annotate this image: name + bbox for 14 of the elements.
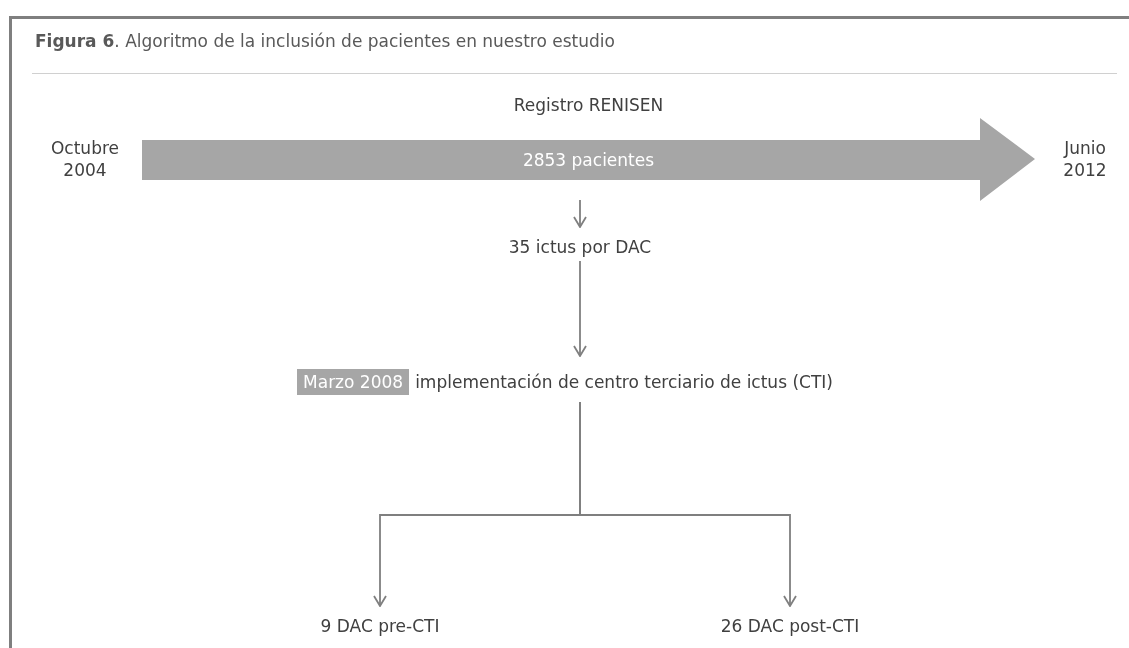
step-text: 35 ictus por DAC	[480, 233, 680, 261]
date-label: Junio 2012	[1063, 137, 1107, 182]
arrow-heading: Registro RENISEN	[513, 95, 664, 115]
step-text: 26 DAC post-CTI	[700, 612, 880, 640]
date-label: Octubre 2004	[51, 137, 119, 182]
step-text: implementación de centro terciario de ictus (CTI)	[415, 372, 833, 392]
arrow	[573, 260, 587, 357]
step-text: 9 DAC pre-CTI	[300, 612, 460, 640]
arrow	[573, 199, 587, 228]
arrow	[579, 401, 797, 607]
timeline-arrow	[142, 95, 1035, 201]
figure-title: Figura 6. Algoritmo de la inclusión de pacientes en nuestro estudio	[35, 31, 615, 51]
arrow-label: 2853 pacientes	[522, 150, 655, 170]
date-tag: Marzo 2008	[297, 369, 410, 395]
